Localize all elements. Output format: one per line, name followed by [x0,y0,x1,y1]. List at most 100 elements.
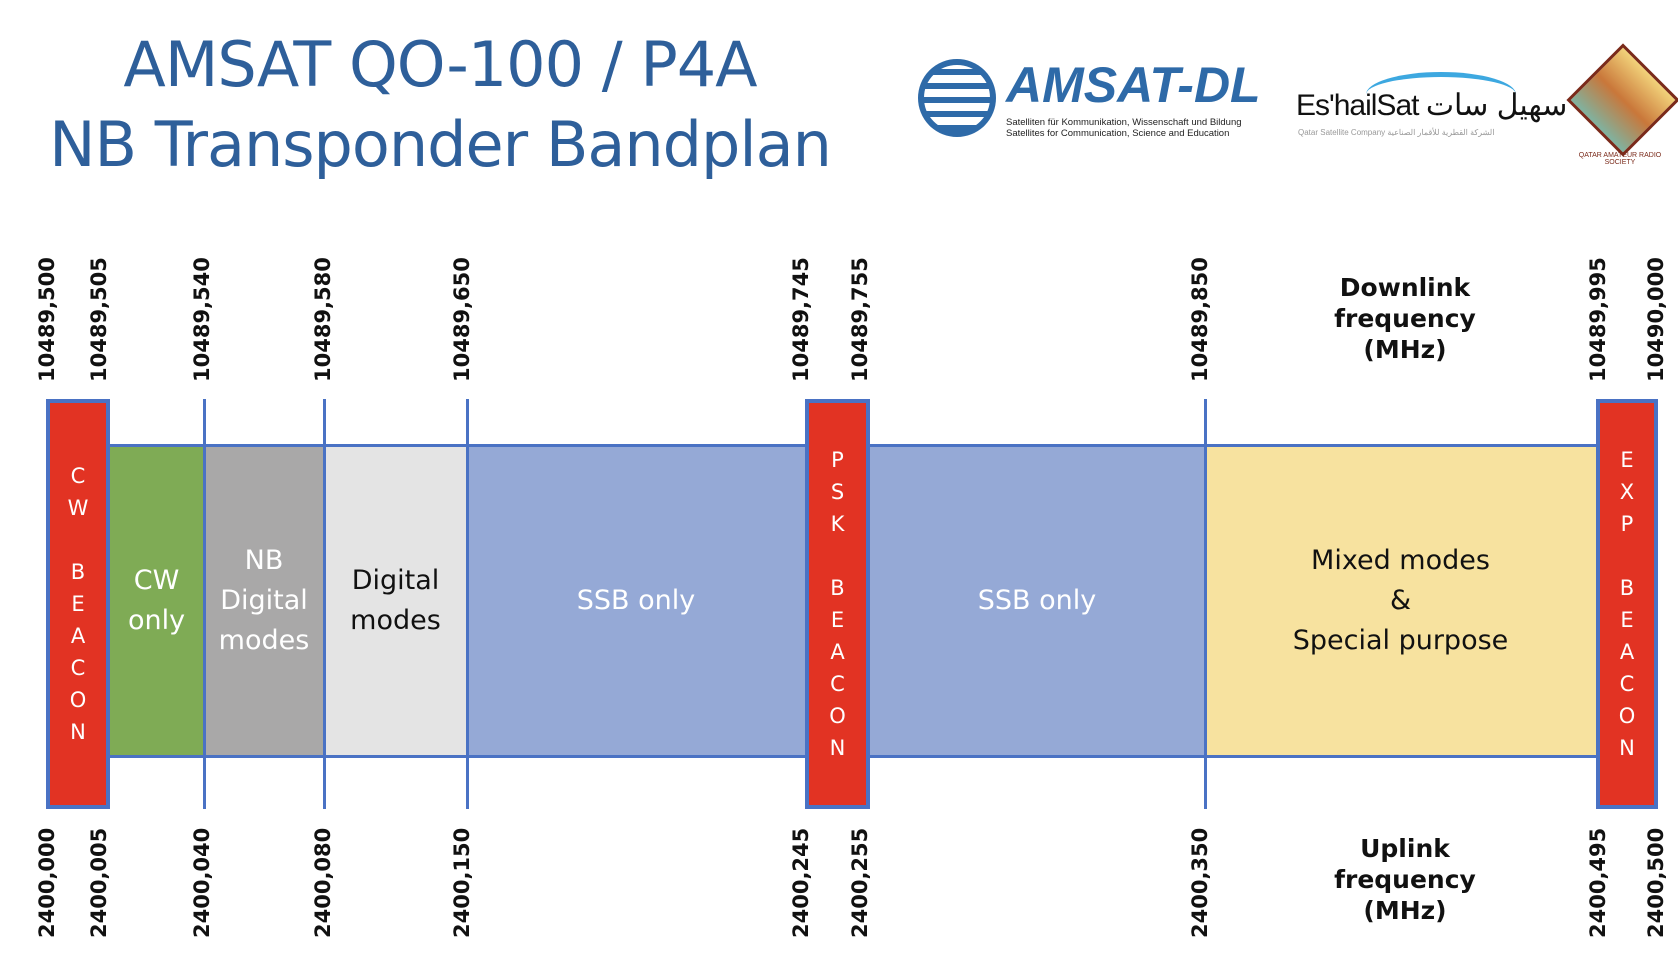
digital-modes-label: Digital modes [350,561,441,641]
uplink-tick-label: 2400,245 [789,827,813,938]
psk-beacon-letter: O [829,704,846,728]
amsat-dl-logo: AMSAT-DL Satelliten für Kommunikation, W… [918,55,1268,145]
nb-digital-label: NB Digital modes [219,541,310,661]
uplink-tick-label: 2400,495 [1586,827,1610,938]
downlink-tick-label: 10490,000 [1644,257,1668,382]
uplink-label-line: Uplink [1360,834,1450,863]
downlink-label-line: Downlink [1339,273,1471,302]
divider-line [323,399,326,809]
mixed-label-line: Mixed modes [1311,545,1490,576]
downlink-tick-label: 10489,500 [35,257,59,382]
cw-beacon-letter: W [67,496,89,520]
exp-beacon-letter: N [1619,736,1635,760]
digital-modes-label-line: Digital [351,565,440,596]
psk-beacon-letter: P [831,448,844,472]
psk-beacon-letter: E [830,608,845,632]
ssb-only-2-label-line: SSB only [977,585,1097,616]
downlink-label-line: frequency [1334,304,1476,333]
psk-beacon-letter [809,540,866,572]
uplink-tick-label: 2400,255 [848,827,872,938]
uplink-tick-label: 2400,005 [87,827,111,938]
globe-icon [918,59,996,137]
arc-icon [1366,72,1516,117]
downlink-tick-label: 10489,995 [1586,257,1610,382]
title-line-2: NB Transponder Bandplan [49,108,832,181]
downlink-tick-label: 10489,540 [190,257,214,382]
exp-beacon-letter: E [1620,608,1634,632]
qars-emblem-icon [1566,43,1678,157]
qars-logo: QATAR AMATEUR RADIO SOCIETY [1565,30,1678,180]
title-line-1: AMSAT QO-100 / P4A [123,28,757,101]
divider-line [466,399,469,809]
cw-beacon-letter: B [70,560,86,584]
mixed-label-line: & [1389,585,1412,616]
cw-only-label: CW only [128,561,185,641]
psk-beacon-letter: A [830,640,845,664]
uplink-label-line: frequency [1334,865,1476,894]
exp-beacon-letter: C [1619,672,1635,696]
downlink-tick-label: 10489,755 [848,257,872,382]
nb-digital-label-line: modes [218,625,310,656]
uplink-tick-label: 2400,150 [450,827,474,938]
exp-beacon-letter [1600,540,1654,572]
psk-beacon-letter: S [830,480,845,504]
downlink-tick-label: 10489,850 [1188,257,1212,382]
eshailsat-logo: Es'hailSat سهيل سات Qatar Satellite Comp… [1296,72,1568,142]
cw-only-label-line: CW [133,565,180,596]
ssb-only-1-label-line: SSB only [576,585,696,616]
uplink-tick-label: 2400,040 [190,827,214,938]
uplink-tick-label: 2400,500 [1644,827,1668,938]
psk-beacon-letter: K [830,512,845,536]
downlink-tick-label: 10489,505 [87,257,111,382]
cw-beacon-letter: N [70,720,86,744]
uplink-tick-label: 2400,350 [1188,827,1212,938]
exp-beacon-letter: P [1620,512,1634,536]
mixed-label: Mixed modes & Special purpose [1293,541,1509,661]
band-segment-cw-only: CW only [109,447,204,755]
nb-digital-label-line: Digital [220,585,308,616]
cw-beacon-letter [50,524,106,556]
band-segment-digital-modes: Digital modes [324,447,467,755]
eshailsat-logo-subtitle: Qatar Satellite Company الشركة القطرية ل… [1298,128,1495,137]
divider-line [1204,399,1207,809]
uplink-tick-label: 2400,000 [35,827,59,938]
divider-line [203,399,206,809]
cw-beacon-letter: C [70,656,86,680]
exp-beacon-letter: B [1619,576,1635,600]
cw-only-label-line: only [127,605,186,636]
amsat-logo-subtitle: Satelliten für Kommunikation, Wissenscha… [1006,117,1242,139]
qars-logo-text: QATAR AMATEUR RADIO SOCIETY [1578,152,1662,166]
band-segment-nb-digital: NB Digital modes [204,447,324,755]
psk-beacon-letter: N [829,736,846,760]
eshailsat-logo-name: Es'hailSat سهيل سات [1296,89,1568,122]
cw-beacon-letter: O [69,688,87,712]
amsat-subtitle-line-2: Satellites for Communication, Science an… [1006,128,1230,139]
cw-beacon-letter: C [70,464,86,488]
band-segment-ssb-only-1: SSB only [467,447,805,755]
band-segment-mixed: Mixed modes & Special purpose [1205,447,1596,755]
exp-beacon-letter: O [1618,704,1636,728]
amsat-subtitle-line-1: Satelliten für Kommunikation, Wissenscha… [1006,117,1242,128]
uplink-label-line: (MHz) [1363,896,1447,925]
cw-beacon-letter: E [71,592,85,616]
exp-beacon-letter: X [1619,480,1635,504]
psk-beacon-letter: B [830,576,845,600]
nb-digital-label-line: NB [244,545,284,576]
ssb-only-1-label: SSB only [577,581,696,621]
psk-beacon-letter: C [830,672,845,696]
downlink-label-line: (MHz) [1363,335,1447,364]
mixed-label-line: Special purpose [1292,625,1509,656]
amsat-logo-name: AMSAT-DL [1006,57,1261,113]
downlink-tick-label: 10489,745 [789,257,813,382]
digital-modes-label-line: modes [350,605,441,636]
exp-beacon-letter: A [1619,640,1635,664]
cw-beacon-letter: A [70,624,86,648]
band-segment-ssb-only-2: SSB only [869,447,1205,755]
downlink-tick-label: 10489,580 [311,257,335,382]
